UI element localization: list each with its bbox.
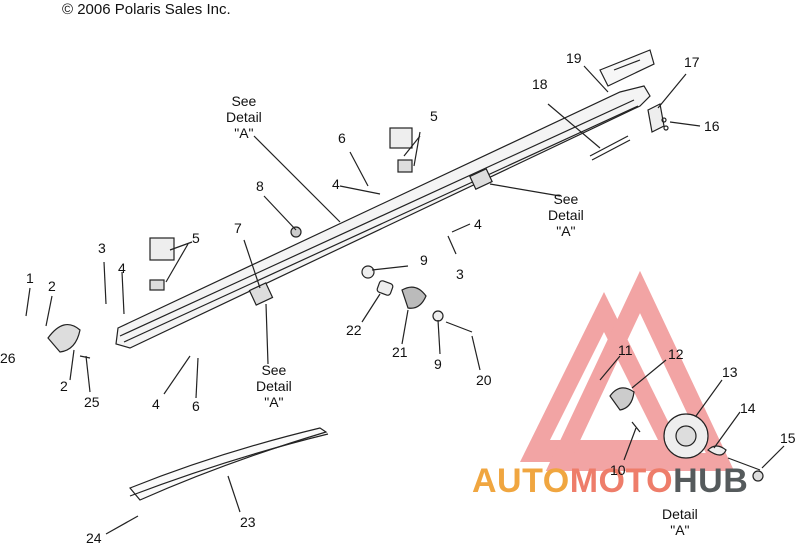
part-number-13: 13 — [722, 364, 738, 380]
watermark-logo-icon — [520, 270, 735, 471]
part-number-18: 18 — [532, 76, 548, 92]
part-number-22: 22 — [346, 322, 362, 338]
part-number-5: 5 — [430, 108, 438, 124]
part-number-10: 10 — [610, 462, 626, 478]
part-number-7: 7 — [234, 220, 242, 236]
see-detail-callout: See Detail "A" — [226, 93, 262, 141]
part-number-12: 12 — [668, 346, 684, 362]
see-detail-callout: See Detail "A" — [548, 191, 584, 239]
part-number-4: 4 — [118, 260, 126, 276]
part-number-24: 24 — [86, 530, 102, 545]
part-number-4: 4 — [474, 216, 482, 232]
watermark-brand: AUTOMOTOHUB — [472, 462, 748, 501]
part-number-1: 1 — [26, 270, 34, 286]
part-number-8: 8 — [256, 178, 264, 194]
rail-7-drawing — [115, 49, 655, 349]
part-number-17: 17 — [684, 54, 700, 70]
part-number-6: 6 — [338, 130, 346, 146]
copyright-notice: © 2006 Polaris Sales Inc. — [62, 1, 231, 18]
part-number-15: 15 — [780, 430, 796, 446]
part-number-26: 26 — [0, 350, 16, 366]
part-number-23: 23 — [240, 514, 256, 530]
part-number-14: 14 — [740, 400, 756, 416]
part-number-4: 4 — [152, 396, 160, 412]
part-number-2: 2 — [60, 378, 68, 394]
part-number-5: 5 — [192, 230, 200, 246]
part-number-21: 21 — [392, 344, 408, 360]
part-number-9: 9 — [434, 356, 442, 372]
watermark-part-auto: AUTO — [472, 462, 570, 500]
watermark-part-moto: MOTO — [569, 462, 674, 500]
detail-a-caption: Detail "A" — [662, 506, 698, 538]
part-number-2: 2 — [48, 278, 56, 294]
part-number-6: 6 — [192, 398, 200, 414]
watermark-part-hub: HUB — [673, 462, 749, 500]
part-number-25: 25 — [84, 394, 100, 410]
part-number-3: 3 — [456, 266, 464, 282]
part-number-3: 3 — [98, 240, 106, 256]
part-number-11: 11 — [618, 342, 633, 358]
part-number-9: 9 — [420, 252, 428, 268]
see-detail-callout: See Detail "A" — [256, 362, 292, 410]
part-number-4: 4 — [332, 176, 340, 192]
part-number-20: 20 — [476, 372, 492, 388]
part-number-19: 19 — [566, 50, 582, 66]
part-number-16: 16 — [704, 118, 720, 134]
